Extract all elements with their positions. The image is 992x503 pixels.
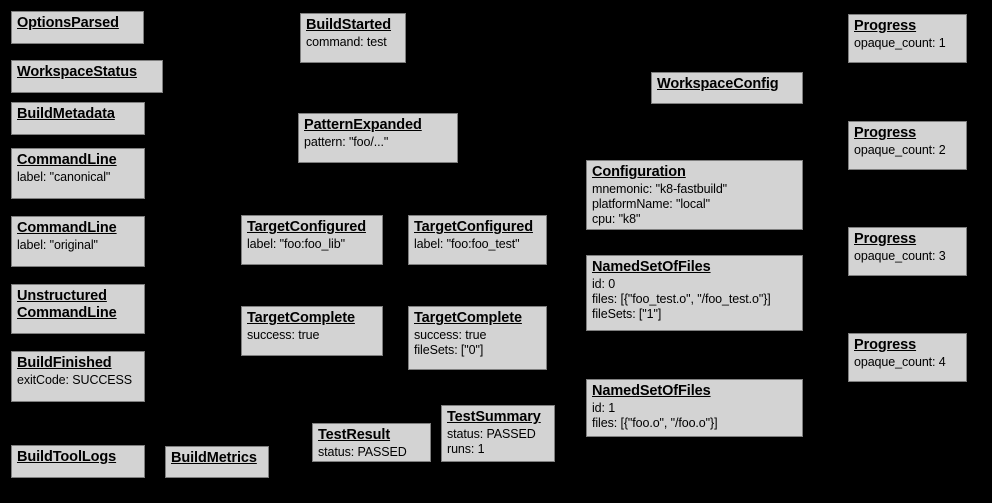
node-field: id: 0 xyxy=(592,277,616,291)
node-title: PatternExpanded xyxy=(304,117,422,133)
node-title: NamedSetOfFiles xyxy=(592,259,711,275)
node-fields: exitCode: SUCCESS xyxy=(17,373,139,388)
node-fields: opaque_count: 4 xyxy=(854,355,961,370)
node-field: label: "original" xyxy=(17,238,98,252)
node-progress-3[interactable]: Progress opaque_count: 3 xyxy=(848,227,967,276)
node-title: BuildMetrics xyxy=(171,450,257,466)
node-field: files: [{"foo_test.o", "/foo_test.o"}] xyxy=(592,292,771,306)
node-field: fileSets: ["1"] xyxy=(592,307,662,321)
node-options-parsed[interactable]: OptionsParsed xyxy=(11,11,144,44)
node-field: success: true xyxy=(247,328,320,342)
node-field: status: PASSED xyxy=(447,427,536,441)
node-command-line-canonical[interactable]: CommandLine label: "canonical" xyxy=(11,148,145,199)
node-title: WorkspaceStatus xyxy=(17,64,137,80)
node-title: BuildStarted xyxy=(306,17,392,33)
node-build-metadata[interactable]: BuildMetadata xyxy=(11,102,145,135)
node-title: TargetComplete xyxy=(247,310,355,326)
node-fields: label: "canonical" xyxy=(17,170,139,185)
node-field: label: "canonical" xyxy=(17,170,111,184)
node-field: label: "foo:foo_lib" xyxy=(247,237,345,251)
node-title: Configuration xyxy=(592,164,686,180)
node-target-configured-foo-lib[interactable]: TargetConfigured label: "foo:foo_lib" xyxy=(241,215,383,265)
node-field: label: "foo:foo_test" xyxy=(414,237,520,251)
node-title: BuildMetadata xyxy=(17,106,115,122)
node-unstructured-command-line[interactable]: Unstructured CommandLine xyxy=(11,284,145,334)
node-title: TargetConfigured xyxy=(414,219,533,235)
node-field: opaque_count: 2 xyxy=(854,143,946,157)
node-field: success: true xyxy=(414,328,487,342)
node-fields: opaque_count: 1 xyxy=(854,36,961,51)
node-pattern-expanded[interactable]: PatternExpanded pattern: "foo/..." xyxy=(298,113,458,163)
node-fields: label: "foo:foo_lib" xyxy=(247,237,377,252)
node-workspace-status[interactable]: WorkspaceStatus xyxy=(11,60,163,93)
node-fields: opaque_count: 2 xyxy=(854,143,961,158)
node-command-line-original[interactable]: CommandLine label: "original" xyxy=(11,216,145,267)
node-field: exitCode: SUCCESS xyxy=(17,373,133,387)
node-progress-1[interactable]: Progress opaque_count: 1 xyxy=(848,14,967,63)
node-fields: status: PASSED xyxy=(318,445,425,460)
node-configuration[interactable]: Configuration mnemonic: "k8-fastbuild"pla… xyxy=(586,160,803,230)
node-target-complete-lib[interactable]: TargetComplete success: true xyxy=(241,306,383,356)
node-title: WorkspaceConfig xyxy=(657,76,779,92)
node-build-metrics[interactable]: BuildMetrics xyxy=(165,446,269,478)
node-field: opaque_count: 4 xyxy=(854,355,946,369)
node-field: command: test xyxy=(306,35,387,49)
node-field: opaque_count: 1 xyxy=(854,36,946,50)
node-title: OptionsParsed xyxy=(17,15,119,31)
node-field: pattern: "foo/..." xyxy=(304,135,389,149)
node-field: id: 1 xyxy=(592,401,616,415)
node-title: TargetComplete xyxy=(414,310,522,326)
node-title: NamedSetOfFiles xyxy=(592,383,711,399)
node-progress-4[interactable]: Progress opaque_count: 4 xyxy=(848,333,967,382)
node-title: CommandLine xyxy=(17,152,117,168)
node-field: cpu: "k8" xyxy=(592,212,641,226)
node-field: status: PASSED xyxy=(318,445,407,459)
node-fields: pattern: "foo/..." xyxy=(304,135,452,150)
node-title: Progress xyxy=(854,18,917,34)
node-field: runs: 1 xyxy=(447,442,485,456)
node-title: TestResult xyxy=(318,427,391,443)
node-fields: command: test xyxy=(306,35,400,50)
node-fields: label: "original" xyxy=(17,238,139,253)
node-build-tool-logs[interactable]: BuildToolLogs xyxy=(11,445,145,478)
node-build-started[interactable]: BuildStarted command: test xyxy=(300,13,406,63)
node-title: BuildFinished xyxy=(17,355,112,371)
node-field: mnemonic: "k8-fastbuild" xyxy=(592,182,728,196)
node-fields: success: true xyxy=(247,328,377,343)
node-title: CommandLine xyxy=(17,220,117,236)
node-fields: opaque_count: 3 xyxy=(854,249,961,264)
node-test-result[interactable]: TestResult status: PASSED xyxy=(312,423,431,462)
node-fields: label: "foo:foo_test" xyxy=(414,237,541,252)
node-title: Unstructured CommandLine xyxy=(17,288,117,321)
node-field: fileSets: ["0"] xyxy=(414,343,484,357)
node-field: platformName: "local" xyxy=(592,197,710,211)
node-title: TargetConfigured xyxy=(247,219,366,235)
node-build-finished[interactable]: BuildFinished exitCode: SUCCESS xyxy=(11,351,145,402)
node-field: opaque_count: 3 xyxy=(854,249,946,263)
node-title: Progress xyxy=(854,231,917,247)
node-progress-2[interactable]: Progress opaque_count: 2 xyxy=(848,121,967,170)
node-title: TestSummary xyxy=(447,409,541,425)
node-workspace-config[interactable]: WorkspaceConfig xyxy=(651,72,803,104)
node-title: Progress xyxy=(854,337,917,353)
node-field: files: [{"foo.o", "/foo.o"}] xyxy=(592,416,718,430)
node-title: Progress xyxy=(854,125,917,141)
node-fields: mnemonic: "k8-fastbuild"platformName: "l… xyxy=(592,182,797,227)
node-target-configured-foo-test[interactable]: TargetConfigured label: "foo:foo_test" xyxy=(408,215,547,265)
node-title: BuildToolLogs xyxy=(17,449,117,465)
